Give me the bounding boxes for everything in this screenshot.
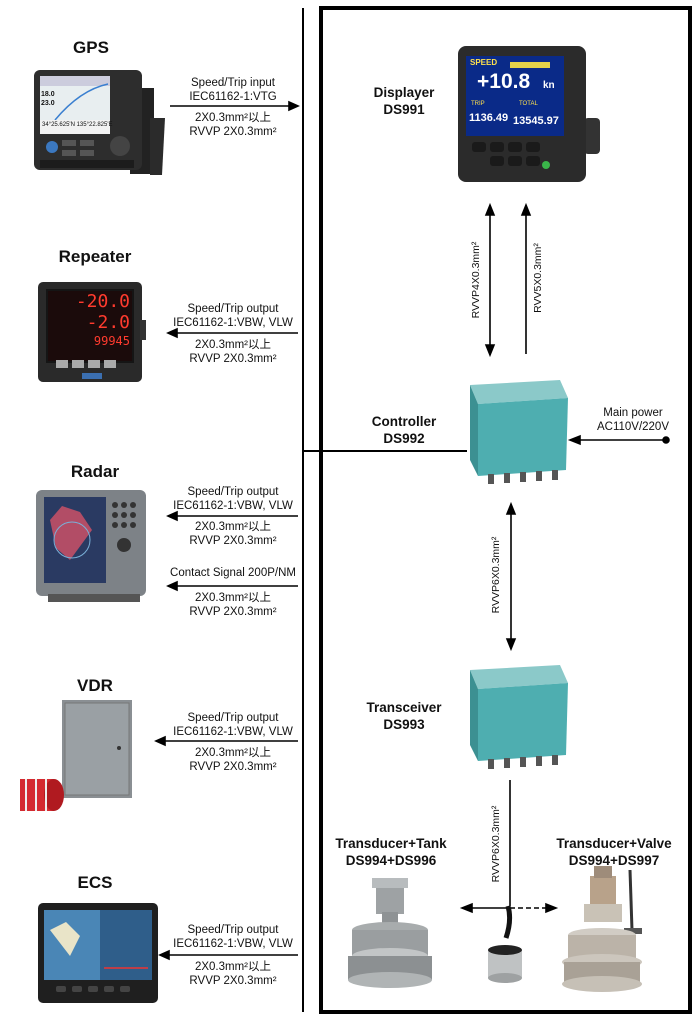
radar-title: Radar [70, 462, 120, 481]
controller-device-image [470, 380, 568, 484]
cable-transceiver-transducer: RVVP6X0.3mm² [490, 805, 502, 883]
radar-connection-label: Speed/Trip output IEC61162-1:VBW, VLW [173, 486, 293, 512]
transducer-image [488, 905, 522, 983]
speed-label: SPEED [470, 58, 498, 67]
vdr-title: VDR [77, 676, 113, 695]
gps-device-image [34, 70, 165, 175]
transducer-tank-label: Transducer+Tank DS994+DS996 [335, 836, 447, 868]
displayer-screen: SPEED +10.8 kn TRIP TOTAL 1136.49 13545.… [467, 57, 563, 135]
cable-display-a: RVVP4X0.3mm² [470, 241, 482, 319]
gps-cable-label: 2X0.3mm²以上 RVVP 2X0.3mm² [189, 112, 277, 138]
total-value: 13545.97 [513, 115, 559, 127]
speed-unit: kn [543, 80, 555, 91]
controller-label: Controller DS992 [371, 414, 437, 446]
transceiver-label: Transceiver DS993 [366, 700, 442, 732]
transducer-tank-image [348, 878, 432, 988]
trip-value: 1136.49 [469, 112, 509, 124]
radar-cable-label: 2X0.3mm²以上 RVVP 2X0.3mm² [189, 521, 277, 547]
radar-device-image [36, 490, 146, 602]
radar-contact-label: Contact Signal 200P/NM [170, 567, 296, 579]
repeater-connection-label: Speed/Trip output IEC61162-1:VBW, VLW [173, 303, 293, 329]
ecs-cable-label: 2X0.3mm²以上 RVVP 2X0.3mm² [189, 961, 277, 987]
repeater-device-image [38, 282, 146, 382]
vdr-connection-label: Speed/Trip output IEC61162-1:VBW, VLW [173, 712, 293, 738]
main-power-label: Main power AC110V/220V [596, 407, 670, 433]
vdr-cable-label: 2X0.3mm²以上 RVVP 2X0.3mm² [189, 747, 277, 773]
ecs-device-image [38, 903, 158, 1003]
gps-connection-label: Speed/Trip input IEC61162-1:VTG [189, 77, 277, 103]
displayer-device-image [458, 46, 600, 182]
repeater-title: Repeater [58, 247, 132, 266]
gps-coords: 34°25.625'N 135°22.825'E [42, 122, 113, 128]
ecs-connection-label: Speed/Trip output IEC61162-1:VBW, VLW [173, 924, 293, 950]
cable-controller-transceiver: RVVP6X0.3mm² [490, 536, 502, 614]
trip-label: TRIP [471, 101, 485, 107]
radar-contact-cable-label: 2X0.3mm²以上 RVVP 2X0.3mm² [189, 592, 277, 618]
cable-display-b: RVV5X0.3mm² [532, 243, 544, 313]
displayer-label: Displayer DS991 [373, 85, 435, 117]
transducer-valve-label: Transducer+Valve DS994+DS997 [556, 836, 672, 868]
speed-value: +10.8 [477, 70, 531, 93]
vdr-device-image [20, 700, 132, 811]
transducer-valve-image [562, 866, 642, 992]
total-label: TOTAL [519, 101, 538, 107]
ecs-title: ECS [77, 873, 113, 892]
transceiver-device-image [470, 665, 568, 769]
repeater-screen-text: -20.0 -2.0 99945 [75, 291, 130, 348]
repeater-cable-label: 2X0.3mm²以上 RVVP 2X0.3mm² [189, 339, 277, 365]
gps-title: GPS [73, 38, 109, 57]
gps-screen-text: 18.0 23.0 [41, 91, 55, 107]
